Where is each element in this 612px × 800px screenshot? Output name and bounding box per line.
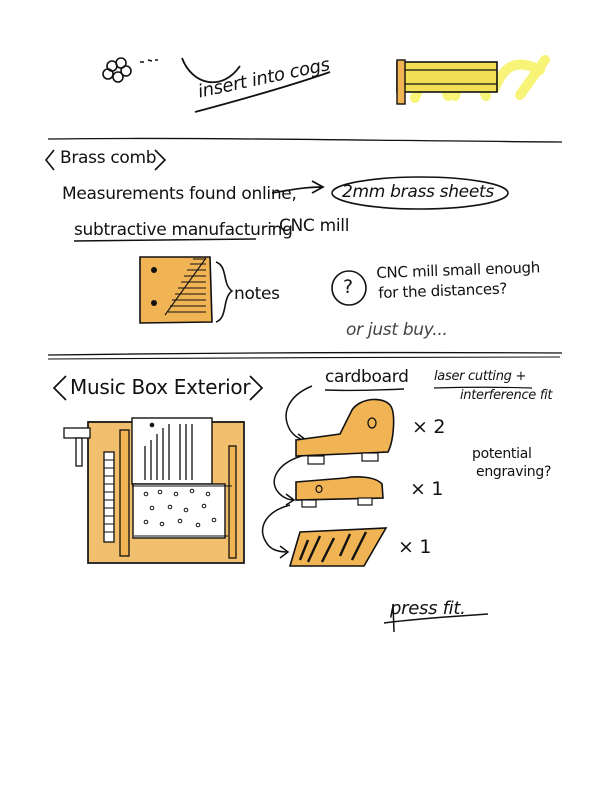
music-box-sketch (64, 418, 244, 563)
laser-cutting-text: laser cutting + (434, 369, 526, 384)
divider-2b (48, 357, 560, 359)
cnc-mill-text: - CNC mill (268, 216, 349, 236)
potential-text: potential (472, 446, 532, 462)
arrow-to-part-1 (286, 386, 312, 445)
interference-fit-text: interference fit (460, 388, 552, 403)
quantity-slanted-panel: × 1 (398, 536, 431, 558)
notes-brace (216, 262, 232, 322)
divider-1 (48, 138, 562, 142)
subtractive-text: subtractive manufacturing (74, 220, 293, 240)
exterior-bracket-left (54, 376, 66, 400)
or-just-buy-text: or just buy... (346, 320, 448, 340)
brass-title-bracket-right (155, 150, 165, 170)
brass-title-bracket-left (46, 150, 54, 170)
divider-2 (48, 353, 562, 355)
brass-sheets-text: 2mm brass sheets (342, 182, 494, 202)
brass-comb-title: Brass comb (60, 148, 156, 168)
cardboard-label: cardboard (325, 367, 409, 387)
brass-plate-sketch (140, 257, 212, 323)
cardboard-underline (325, 389, 404, 390)
quantity-base-panel: × 1 (410, 478, 443, 500)
question-mark: ? (343, 276, 353, 298)
exterior-bracket-right (250, 376, 262, 400)
flower-doodle (103, 58, 158, 82)
exterior-title: Music Box Exterior (70, 375, 250, 399)
notes-text: notes (234, 284, 280, 304)
quantity-side-panel: × 2 (412, 416, 445, 438)
base-panel-sketch (296, 477, 383, 507)
slanted-panel-sketch (290, 528, 386, 566)
engraving-text: engraving? (476, 464, 551, 480)
press-fit-text: press fit. (390, 598, 466, 619)
measurements-text: Measurements found online, (62, 184, 297, 204)
arrow-to-part-3 (263, 505, 290, 558)
side-panel-sketch (296, 399, 394, 464)
